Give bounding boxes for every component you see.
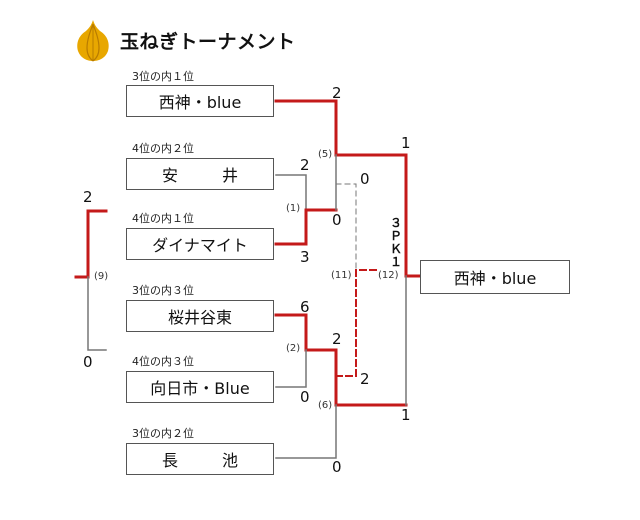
score-m11-top: 0 bbox=[360, 170, 370, 188]
match-label-6: (6) bbox=[318, 400, 333, 411]
line-m5-seishin bbox=[274, 99, 408, 157]
match-label-2: (2) bbox=[286, 343, 301, 354]
page-title: 玉ねぎトーナメント bbox=[120, 30, 296, 53]
line-m1-anzai bbox=[275, 174, 307, 211]
line-m2-sakuraidani bbox=[274, 313, 338, 352]
line-m1-dynamite bbox=[274, 208, 338, 246]
line-m6-nagaike bbox=[275, 404, 337, 459]
line-m6-m2 bbox=[334, 348, 408, 407]
onion-icon bbox=[77, 20, 109, 62]
match-label-9: (9) bbox=[94, 271, 109, 282]
line-m11-top bbox=[335, 183, 357, 271]
score-m12-top: 1 bbox=[401, 134, 411, 152]
match-label-1: (1) bbox=[286, 203, 301, 214]
match-label-12: (12) bbox=[378, 270, 399, 281]
match-label-5: (5) bbox=[318, 149, 333, 160]
pk-shootout-text: ３ＰＫ１ bbox=[390, 216, 403, 269]
team-box-seishin-blue: 西神・blue bbox=[126, 85, 274, 117]
score-m2-bottom: 0 bbox=[300, 388, 310, 406]
team-box-muko-blue: 向日市・Blue bbox=[126, 371, 274, 403]
line-m2-muko bbox=[275, 349, 307, 388]
line-m11-bottom bbox=[335, 269, 377, 377]
seed-label: 3位の内３位 bbox=[132, 284, 194, 297]
score-m5-bottom: 0 bbox=[332, 211, 342, 229]
line-m12-top bbox=[404, 153, 422, 278]
seed-label: 3位の内１位 bbox=[132, 70, 194, 83]
score-m1-top: 2 bbox=[300, 156, 310, 174]
seed-label: 3位の内２位 bbox=[132, 427, 194, 440]
score-m2-top: 6 bbox=[300, 298, 310, 316]
seed-label: 4位の内２位 bbox=[132, 142, 194, 155]
score-m9-top: 2 bbox=[83, 188, 93, 206]
score-m12-bottom: 1 bbox=[401, 406, 411, 424]
team-box-sakuraidani-higashi: 桜井谷東 bbox=[126, 300, 274, 332]
seed-label: 4位の内１位 bbox=[132, 212, 194, 225]
score-m1-bottom: 3 bbox=[300, 248, 310, 266]
team-box-nagaike: 長 池 bbox=[126, 443, 274, 475]
page-header: 玉ねぎトーナメント bbox=[74, 18, 296, 62]
seed-label: 4位の内３位 bbox=[132, 355, 194, 368]
line-m9-top bbox=[74, 209, 108, 279]
score-m11-bottom: 2 bbox=[360, 370, 370, 388]
champion-box: 西神・blue bbox=[420, 260, 570, 294]
score-m5-top: 2 bbox=[332, 84, 342, 102]
team-box-dynamite: ダイナマイト bbox=[126, 228, 274, 260]
match-label-11: (11) bbox=[331, 270, 352, 281]
score-m6-top: 2 bbox=[332, 330, 342, 348]
score-m6-bottom: 0 bbox=[332, 458, 342, 476]
team-box-anzai: 安 井 bbox=[126, 158, 274, 190]
line-m9-bottom bbox=[87, 276, 107, 351]
pk-shootout-label: ３ＰＫ１ bbox=[390, 217, 402, 269]
score-m9-bottom: 0 bbox=[83, 353, 93, 371]
